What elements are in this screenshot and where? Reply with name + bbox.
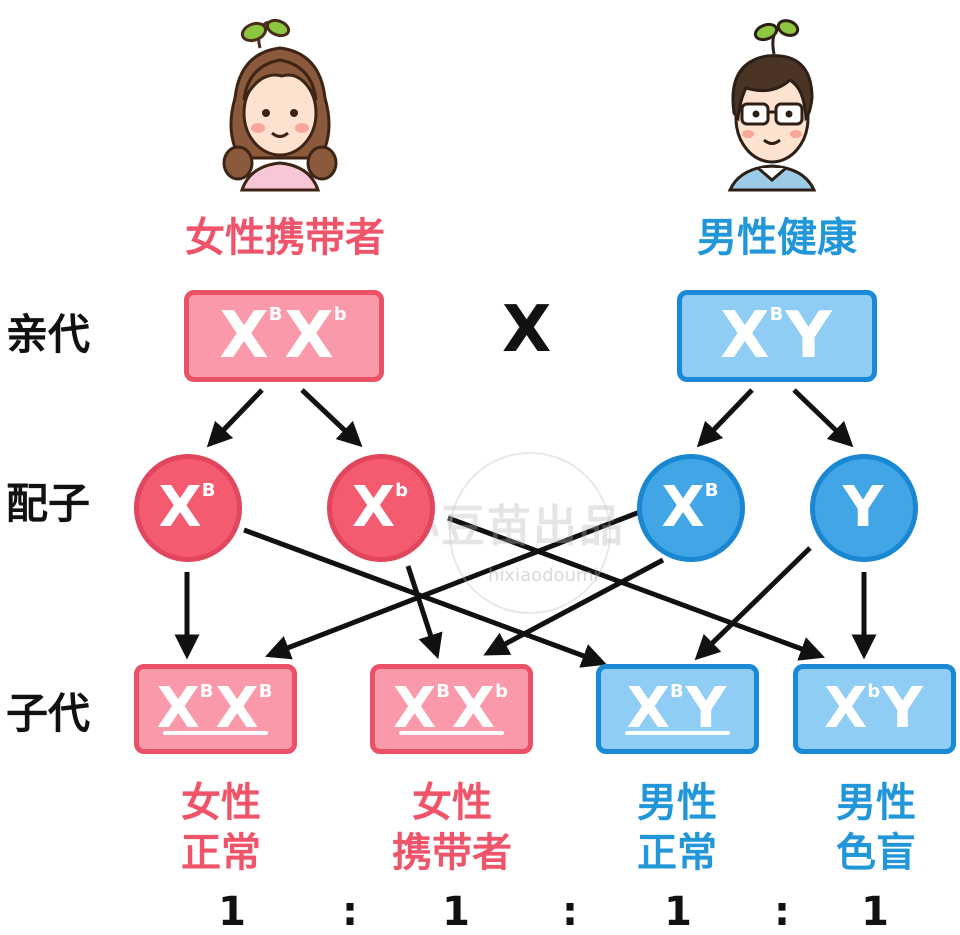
arrow-g2-to-c4 [447, 515, 826, 661]
cross-symbol: X [502, 293, 552, 367]
label-parent-generation: 亲代 [6, 310, 91, 359]
ratio-value-3: 1 [664, 889, 692, 935]
mother-title: 女性携带者 [185, 215, 385, 261]
label-gamete-generation: 配子 [6, 479, 91, 528]
watermark-circle-icon [449, 452, 611, 614]
offspring-4-label: 男性色盲 [836, 780, 916, 876]
ratio-value-1: 1 [218, 889, 246, 935]
arrow-mother-to-gamete1 [206, 388, 264, 448]
arrow-mother-to-gamete2 [300, 388, 363, 448]
father-title: 男性健康 [697, 215, 857, 261]
arrow-g4-to-c3 [694, 546, 812, 661]
arrow-g3-to-c1 [265, 507, 646, 660]
offspring-3-underline [625, 731, 730, 735]
watermark-sub-wrap: hixiaodoumi [488, 565, 599, 586]
arrow-g2-to-c2 [405, 565, 443, 660]
offspring-2-label: 女性携带者 [392, 780, 512, 876]
ratio-value-2: 1 [442, 889, 470, 935]
offspring-3-label: 男性正常 [637, 780, 717, 876]
girl-avatar-icon [222, 18, 338, 192]
gamete-4: Y [810, 454, 918, 562]
arrow-g3-to-c2 [483, 557, 665, 656]
ratio-sep-2: : [562, 889, 578, 935]
ratio-sep-3: : [774, 889, 790, 935]
arrow-father-to-gamete4 [792, 388, 854, 448]
ratio-value-4: 1 [861, 889, 889, 935]
label-offspring-generation: 子代 [6, 689, 91, 738]
offspring-2-underline [399, 731, 504, 735]
offspring-1-underline [163, 731, 268, 735]
arrow-father-to-gamete3 [696, 388, 754, 448]
watermark-sub: hixiaodoumi [488, 565, 599, 586]
ratio-sep-1: : [342, 889, 358, 935]
boy-avatar-icon [727, 19, 817, 192]
offspring-1-label: 女性正常 [181, 780, 261, 876]
